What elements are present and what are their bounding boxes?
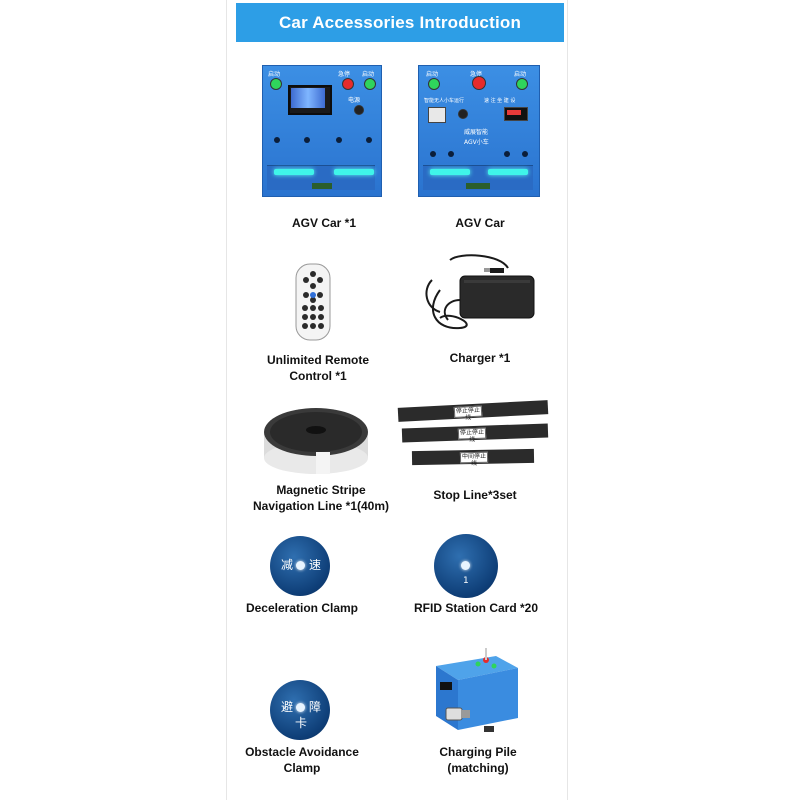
agv-car-caption-1: AGV Car *1 bbox=[291, 216, 357, 230]
agv-car-caption-2: AGV Car bbox=[455, 216, 505, 230]
charger-image bbox=[420, 250, 540, 340]
charging-pile-image bbox=[426, 646, 526, 738]
charger-caption: Charger *1 bbox=[449, 351, 511, 365]
remote-control-caption: Unlimited Remote Control *1 bbox=[266, 353, 369, 383]
remote-control-image bbox=[288, 262, 338, 342]
magnetic-stripe-roll-image bbox=[262, 404, 370, 476]
deceleration-clamp-image: 减 速 bbox=[270, 536, 330, 596]
obstacle-clamp-caption: Obstacle Avoidance Clamp bbox=[245, 745, 359, 775]
charging-pile-caption: Charging Pile (matching) bbox=[439, 745, 517, 775]
obstacle-clamp-image: 避 障 卡 bbox=[270, 680, 330, 740]
rfid-card-image: 1 bbox=[434, 534, 498, 598]
stop-line-image: 停止停止线 停止停止线 中间停止线 bbox=[396, 398, 552, 472]
agv-car-image-2: 启动 急停 启动 智能无人小车运行 速 注 坐 建 设 威展智能 AGV小车 bbox=[418, 65, 540, 197]
deceleration-clamp-caption: Deceleration Clamp bbox=[245, 601, 359, 615]
page-title: Car Accessories Introduction bbox=[236, 3, 564, 42]
agv-car-image-1: 启动 急停 启动 电源 bbox=[262, 65, 382, 197]
magnetic-stripe-caption: Magnetic Stripe Navigation Line *1(40m) bbox=[252, 483, 390, 513]
rfid-card-caption: RFID Station Card *20 bbox=[413, 601, 539, 615]
stop-line-caption: Stop Line*3set bbox=[433, 488, 517, 502]
